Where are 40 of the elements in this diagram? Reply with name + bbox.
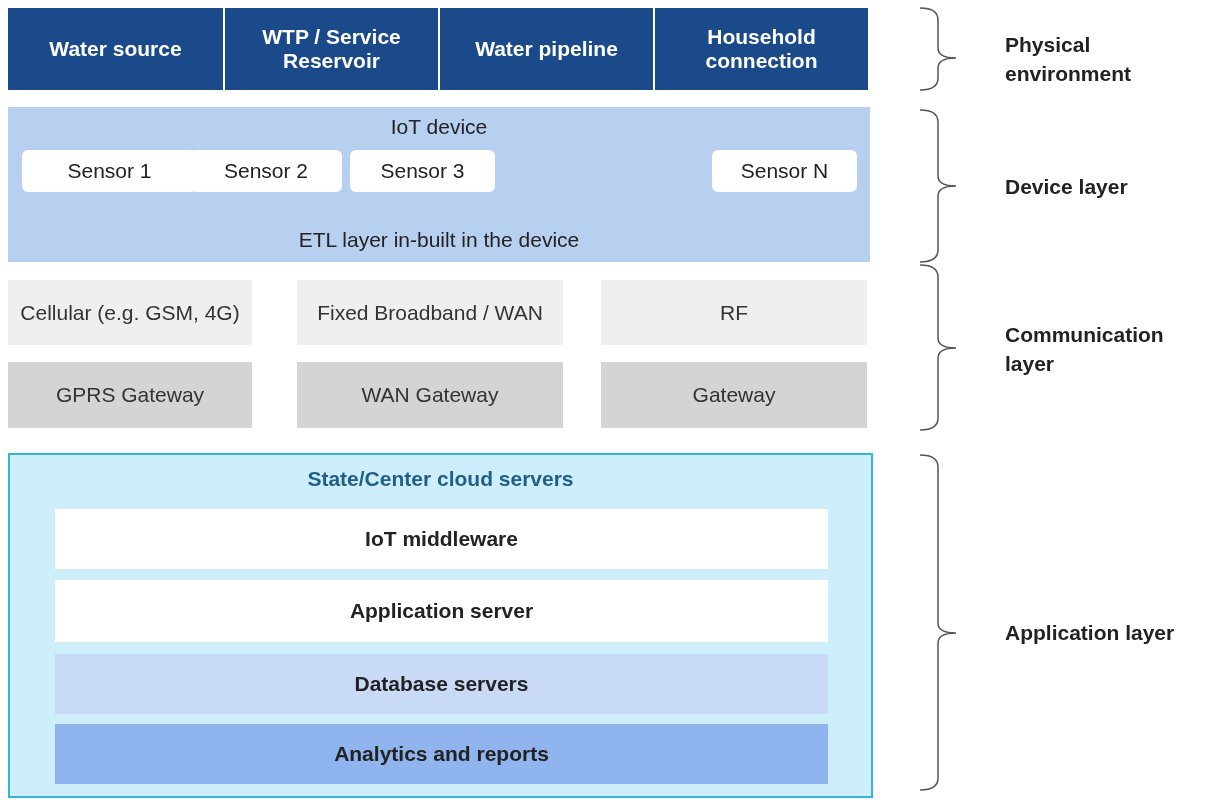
box-text: Database servers <box>354 672 529 696</box>
box-text: Gateway <box>692 383 776 407</box>
box-text: Sensor 1 <box>67 159 152 183</box>
box-text: IoT device <box>390 115 488 139</box>
box-text: GPRS Gateway <box>55 383 205 407</box>
header-cell <box>440 8 655 90</box>
box-text: Sensor 3 <box>380 159 465 183</box>
layer-label: Communication layer <box>1005 322 1165 378</box>
layer-label: Device layer <box>1005 174 1129 200</box>
box-text: Cellular (e.g. GSM, 4G) <box>20 300 240 325</box>
box-text: WAN Gateway <box>361 383 499 407</box>
box-text: Sensor 2 <box>223 159 309 183</box>
header-text: Household connection <box>704 25 819 73</box>
header-text: Water source <box>49 37 182 61</box>
cloud-panel <box>8 453 873 798</box>
box-text: IoT middleware <box>365 527 518 551</box>
layer-box <box>8 362 252 428</box>
box-text: ETL layer in-built in the device <box>298 228 580 252</box>
sensor-box <box>190 150 342 192</box>
device-panel <box>8 107 870 262</box>
layer-label: Application layer <box>1005 620 1176 646</box>
layer-box <box>55 724 828 784</box>
sensor-box <box>712 150 857 192</box>
box-text: Sensor N <box>740 159 829 183</box>
layer-box <box>55 509 828 569</box>
header-cell <box>8 8 225 90</box>
sensor-box <box>350 150 495 192</box>
box-text: Analytics and reports <box>334 742 549 766</box>
layer-label: Physical environment <box>1005 32 1133 88</box>
header-text: Water pipeline <box>475 37 618 61</box>
layer-box <box>601 362 867 428</box>
layer-box <box>55 580 828 642</box>
box-text: RF <box>720 300 748 325</box>
header-text: WTP / Service Reservoir <box>261 25 402 73</box>
header-cell <box>655 8 870 90</box>
header-cell <box>225 8 440 90</box>
layer-box <box>297 362 563 428</box>
panel-title: State/Center cloud servers <box>307 467 574 491</box>
box-text: Application server <box>349 599 534 623</box>
box-text: Fixed Broadband / WAN <box>317 300 543 325</box>
